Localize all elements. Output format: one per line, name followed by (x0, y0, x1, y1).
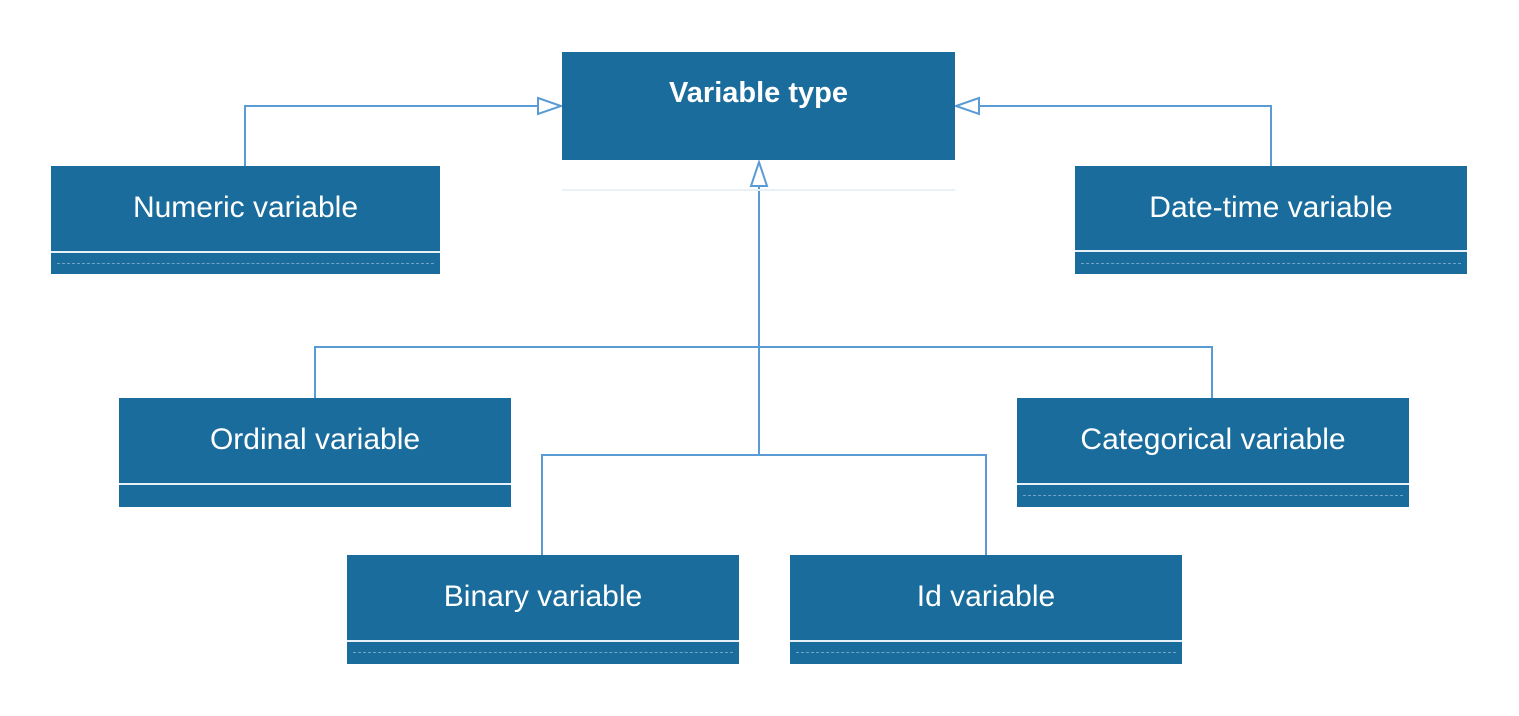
class-attributes (1081, 263, 1461, 264)
class-attributes (796, 652, 1176, 653)
class-name: Variable type (669, 76, 848, 109)
class-ordinal-variable: Ordinal variable (119, 398, 511, 507)
class-datetime-variable: Date-time variable (1075, 166, 1467, 274)
arrowhead-datetime (952, 96, 980, 116)
connector-binary-id (541, 454, 987, 555)
connector-datetime (979, 105, 1272, 166)
class-separator (1017, 483, 1409, 485)
connector-ordinal-categorical (314, 346, 1213, 398)
class-id-variable: Id variable (790, 555, 1182, 664)
class-separator (1075, 250, 1467, 252)
class-name: Numeric variable (132, 191, 359, 224)
class-attributes (57, 263, 434, 264)
arrowhead-main (749, 158, 769, 187)
class-variable-type: Variable type (562, 52, 955, 191)
class-attributes (1023, 495, 1403, 496)
class-separator (790, 640, 1182, 642)
arrowhead-numeric (537, 96, 565, 116)
class-name: Date-time variable (1149, 191, 1393, 224)
class-name: Id variable (916, 580, 1056, 613)
class-numeric-variable: Numeric variable (51, 166, 440, 274)
class-separator (119, 483, 511, 485)
class-binary-variable: Binary variable (347, 555, 739, 664)
class-name: Ordinal variable (209, 423, 421, 456)
class-categorical-variable: Categorical variable (1017, 398, 1409, 507)
connector-numeric (244, 105, 538, 166)
class-name: Categorical variable (1080, 423, 1346, 456)
class-attributes (353, 652, 733, 653)
class-name: Binary variable (443, 580, 643, 613)
class-separator (51, 251, 440, 253)
class-separator (562, 189, 955, 191)
class-separator (347, 640, 739, 642)
